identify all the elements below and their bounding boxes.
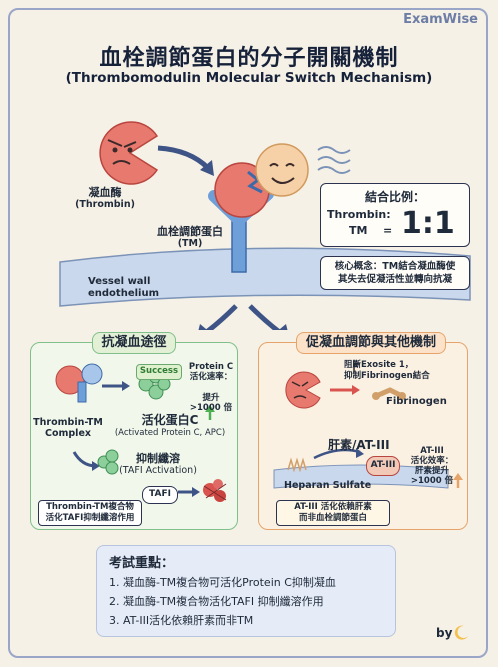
ratio-tm: TM [349, 224, 368, 237]
ratio-eq: = [383, 224, 393, 237]
warn-line1: AT-III 活化依賴肝素 [294, 502, 372, 512]
pc-line4: >1000 倍 [189, 403, 233, 413]
moon-logo-icon [454, 625, 468, 640]
calm-wave-icon [317, 146, 351, 174]
complex-line2: Complex [44, 428, 92, 439]
complex-line1: Thrombin-TM [33, 417, 103, 428]
key-points-box: 考試重點： 1. 凝血酶-TM複合物可活化Protein C抑制凝血 2. 凝血… [96, 545, 396, 637]
protein-c-rate: Protein C 活化速率： 提升 >1000 倍 [186, 362, 236, 413]
pc-line3: 提升 [202, 393, 220, 403]
thrombin-label: 凝血酶 (Thrombin) [60, 186, 150, 210]
exosite-line2: 抑制Fibrinogen結合 [344, 371, 430, 381]
thrombin-tm-complex-icon [55, 363, 103, 403]
at3-line4: >1000 倍 [410, 476, 454, 486]
tafi-pill: TAFI [142, 486, 178, 504]
tafi-en: (TAFI Activation) [119, 465, 197, 476]
fibrinogen-icon [372, 387, 406, 400]
heparin-title: 肝素/AT-III [328, 438, 390, 452]
vessel-line2: endothelium [88, 288, 160, 299]
tafi-note-line1: Thrombin-TM複合物 [46, 502, 134, 512]
apc-en: (Activated Protein C, APC) [114, 428, 226, 438]
at3-line1: AT-III [420, 446, 444, 456]
thrombin-zh: 凝血酶 [88, 186, 122, 199]
angry-thrombin-icon [285, 371, 321, 409]
vessel-label: Vessel wall endothelium [88, 276, 159, 300]
procoag-illustration [273, 363, 463, 489]
tafi-note-line2: 活化TAFI抑制纖溶作用 [45, 513, 135, 523]
apc-label: 活化蛋白C (Activated Protein C, APC) [104, 414, 236, 440]
brand-logo: ExamWise [403, 12, 478, 27]
poster-frame [8, 8, 488, 658]
core-line2: 其失去促凝活性並轉向抗凝 [337, 274, 452, 285]
exosite-note: 阻斷Exosite 1， 抑制Fibrinogen結合 [344, 360, 464, 382]
tafi-title: 抑制纖溶 (TAFI Activation) [116, 452, 200, 476]
tafi-protein-icon [97, 449, 119, 475]
key-points-title: 考試重點： [109, 556, 175, 571]
ratio-box: 結合比例： Thrombin: TM = 1:1 [320, 183, 470, 247]
thrombin-icon [99, 121, 159, 185]
happy-face-icon [255, 143, 309, 197]
byline: by [436, 626, 453, 640]
tafi-note: Thrombin-TM複合物 活化TAFI抑制纖溶作用 [38, 500, 142, 526]
at3-rate: AT-III 活化效率： 肝素提升 >1000 倍 [404, 446, 460, 486]
ratio-thrombin: Thrombin: [327, 208, 391, 221]
key-point-1: 1. 凝血酶-TM複合物可活化Protein C抑制凝血 [109, 576, 336, 589]
procoagulant-header: 促凝血調節與其他機制 [296, 332, 446, 354]
block-bracket [353, 363, 360, 372]
tm-label: 血栓調節蛋白 (TM) [150, 225, 230, 249]
fibrinogen-label: Fibrinogen [386, 396, 447, 407]
vessel-line1: Vessel wall [88, 276, 151, 287]
success-badge: Success [136, 364, 182, 380]
arrow-to-procoag [248, 304, 281, 330]
tm-en: (TM) [177, 238, 203, 249]
at3-line2: 活化效率： [410, 456, 454, 466]
bind-arrow [157, 145, 210, 170]
anticoagulant-header: 抗凝血途徑 [92, 332, 176, 354]
clot-icon [203, 479, 227, 502]
tafi-zh: 抑制纖溶 [136, 452, 180, 465]
at3-line3: 肝素提升 [414, 466, 449, 476]
heparan-label: Heparan Sulfate [284, 480, 372, 491]
exosite-line1: 阻斷Exosite 1， [344, 360, 414, 370]
page-title: 血栓調節蛋白的分子開關機制 [99, 46, 399, 71]
pc-line1: Protein C [188, 362, 234, 372]
heparan-chains [287, 457, 307, 473]
at3-warning: AT-III 活化依賴肝素 而非血栓調節蛋白 [276, 500, 390, 526]
thrombin-en: (Thrombin) [75, 199, 135, 210]
anticoag-illustration [55, 363, 227, 502]
at3-pill: AT-III [366, 456, 400, 476]
core-line1: 核心概念：TM結合凝血酶使 [334, 261, 456, 272]
warn-line2: 而非血栓調節蛋白 [298, 513, 367, 523]
page-subtitle: (Thrombomodulin Molecular Switch Mechani… [65, 70, 433, 86]
ratio-value: 1:1 [401, 206, 455, 241]
ratio-title: 結合比例： [364, 190, 425, 204]
arrow-to-anticoag [205, 304, 238, 330]
apc-zh: 活化蛋白C [141, 413, 199, 427]
core-concept-box: 核心概念：TM結合凝血酶使 其失去促凝活性並轉向抗凝 [320, 256, 470, 290]
key-point-2: 2. 凝血酶-TM複合物活化TAFI 抑制纖溶作用 [109, 595, 324, 608]
complex-label: Thrombin-TM Complex [32, 417, 104, 439]
key-point-3: 3. AT-III活化依賴肝素而非TM [109, 614, 254, 627]
heparan-surface [273, 464, 449, 489]
tm-zh: 血栓調節蛋白 [157, 225, 223, 238]
binding-site-icon [247, 170, 263, 194]
procoagulant-panel [258, 342, 468, 530]
pc-line2: 活化速率： [189, 372, 233, 382]
